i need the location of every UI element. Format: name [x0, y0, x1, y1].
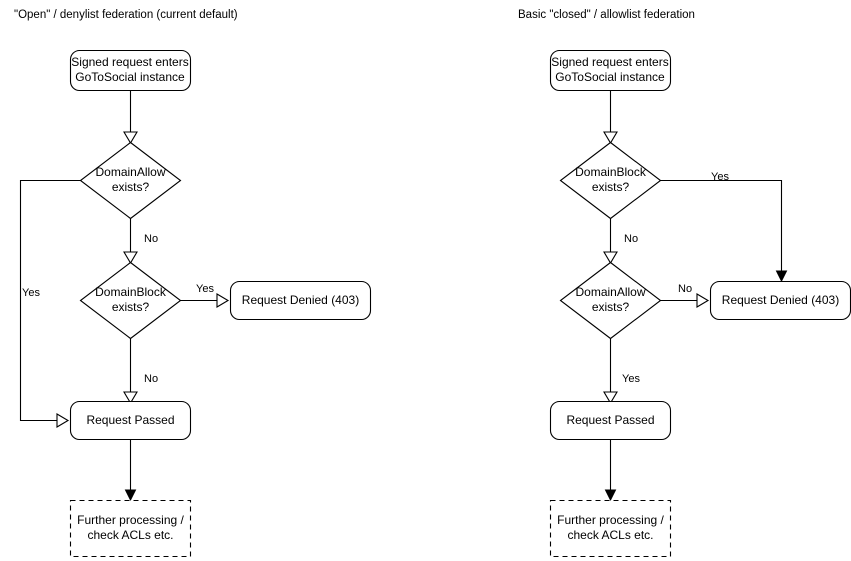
node-start-right — [549, 49, 672, 92]
edge-block-yes-right — [660, 179, 783, 272]
node-request-denied-right — [709, 280, 851, 321]
arrowhead-filled — [124, 489, 137, 502]
node-further-processing-right — [549, 499, 672, 558]
arrowhead-filled — [604, 489, 617, 502]
arrowhead-open — [216, 293, 230, 308]
arrowhead-open — [56, 413, 70, 428]
edge-allow-yes-left — [19, 179, 81, 422]
arrowhead-open — [123, 391, 138, 405]
arrowhead-open — [123, 131, 138, 145]
arrowhead-open — [123, 251, 138, 265]
panel-title-left: "Open" / denylist federation (current de… — [14, 9, 238, 21]
node-further-processing-left — [69, 499, 192, 558]
node-domainallow-diamond-left — [79, 141, 182, 220]
node-request-passed-right — [549, 400, 672, 441]
arrowhead-open — [696, 293, 710, 308]
node-request-denied-left — [229, 280, 372, 321]
node-start-left — [69, 49, 192, 92]
arrowhead-open — [603, 131, 618, 145]
node-domainallow-diamond-right — [559, 261, 662, 340]
node-domainblock-diamond-left — [79, 261, 182, 340]
arrowhead-open — [603, 391, 618, 405]
arrowhead-open — [603, 251, 618, 265]
node-request-passed-left — [69, 400, 192, 441]
panel-title-right: Basic "closed" / allowlist federation — [518, 9, 695, 21]
arrowhead-filled — [775, 270, 788, 283]
node-domainblock-diamond-right — [559, 141, 662, 220]
